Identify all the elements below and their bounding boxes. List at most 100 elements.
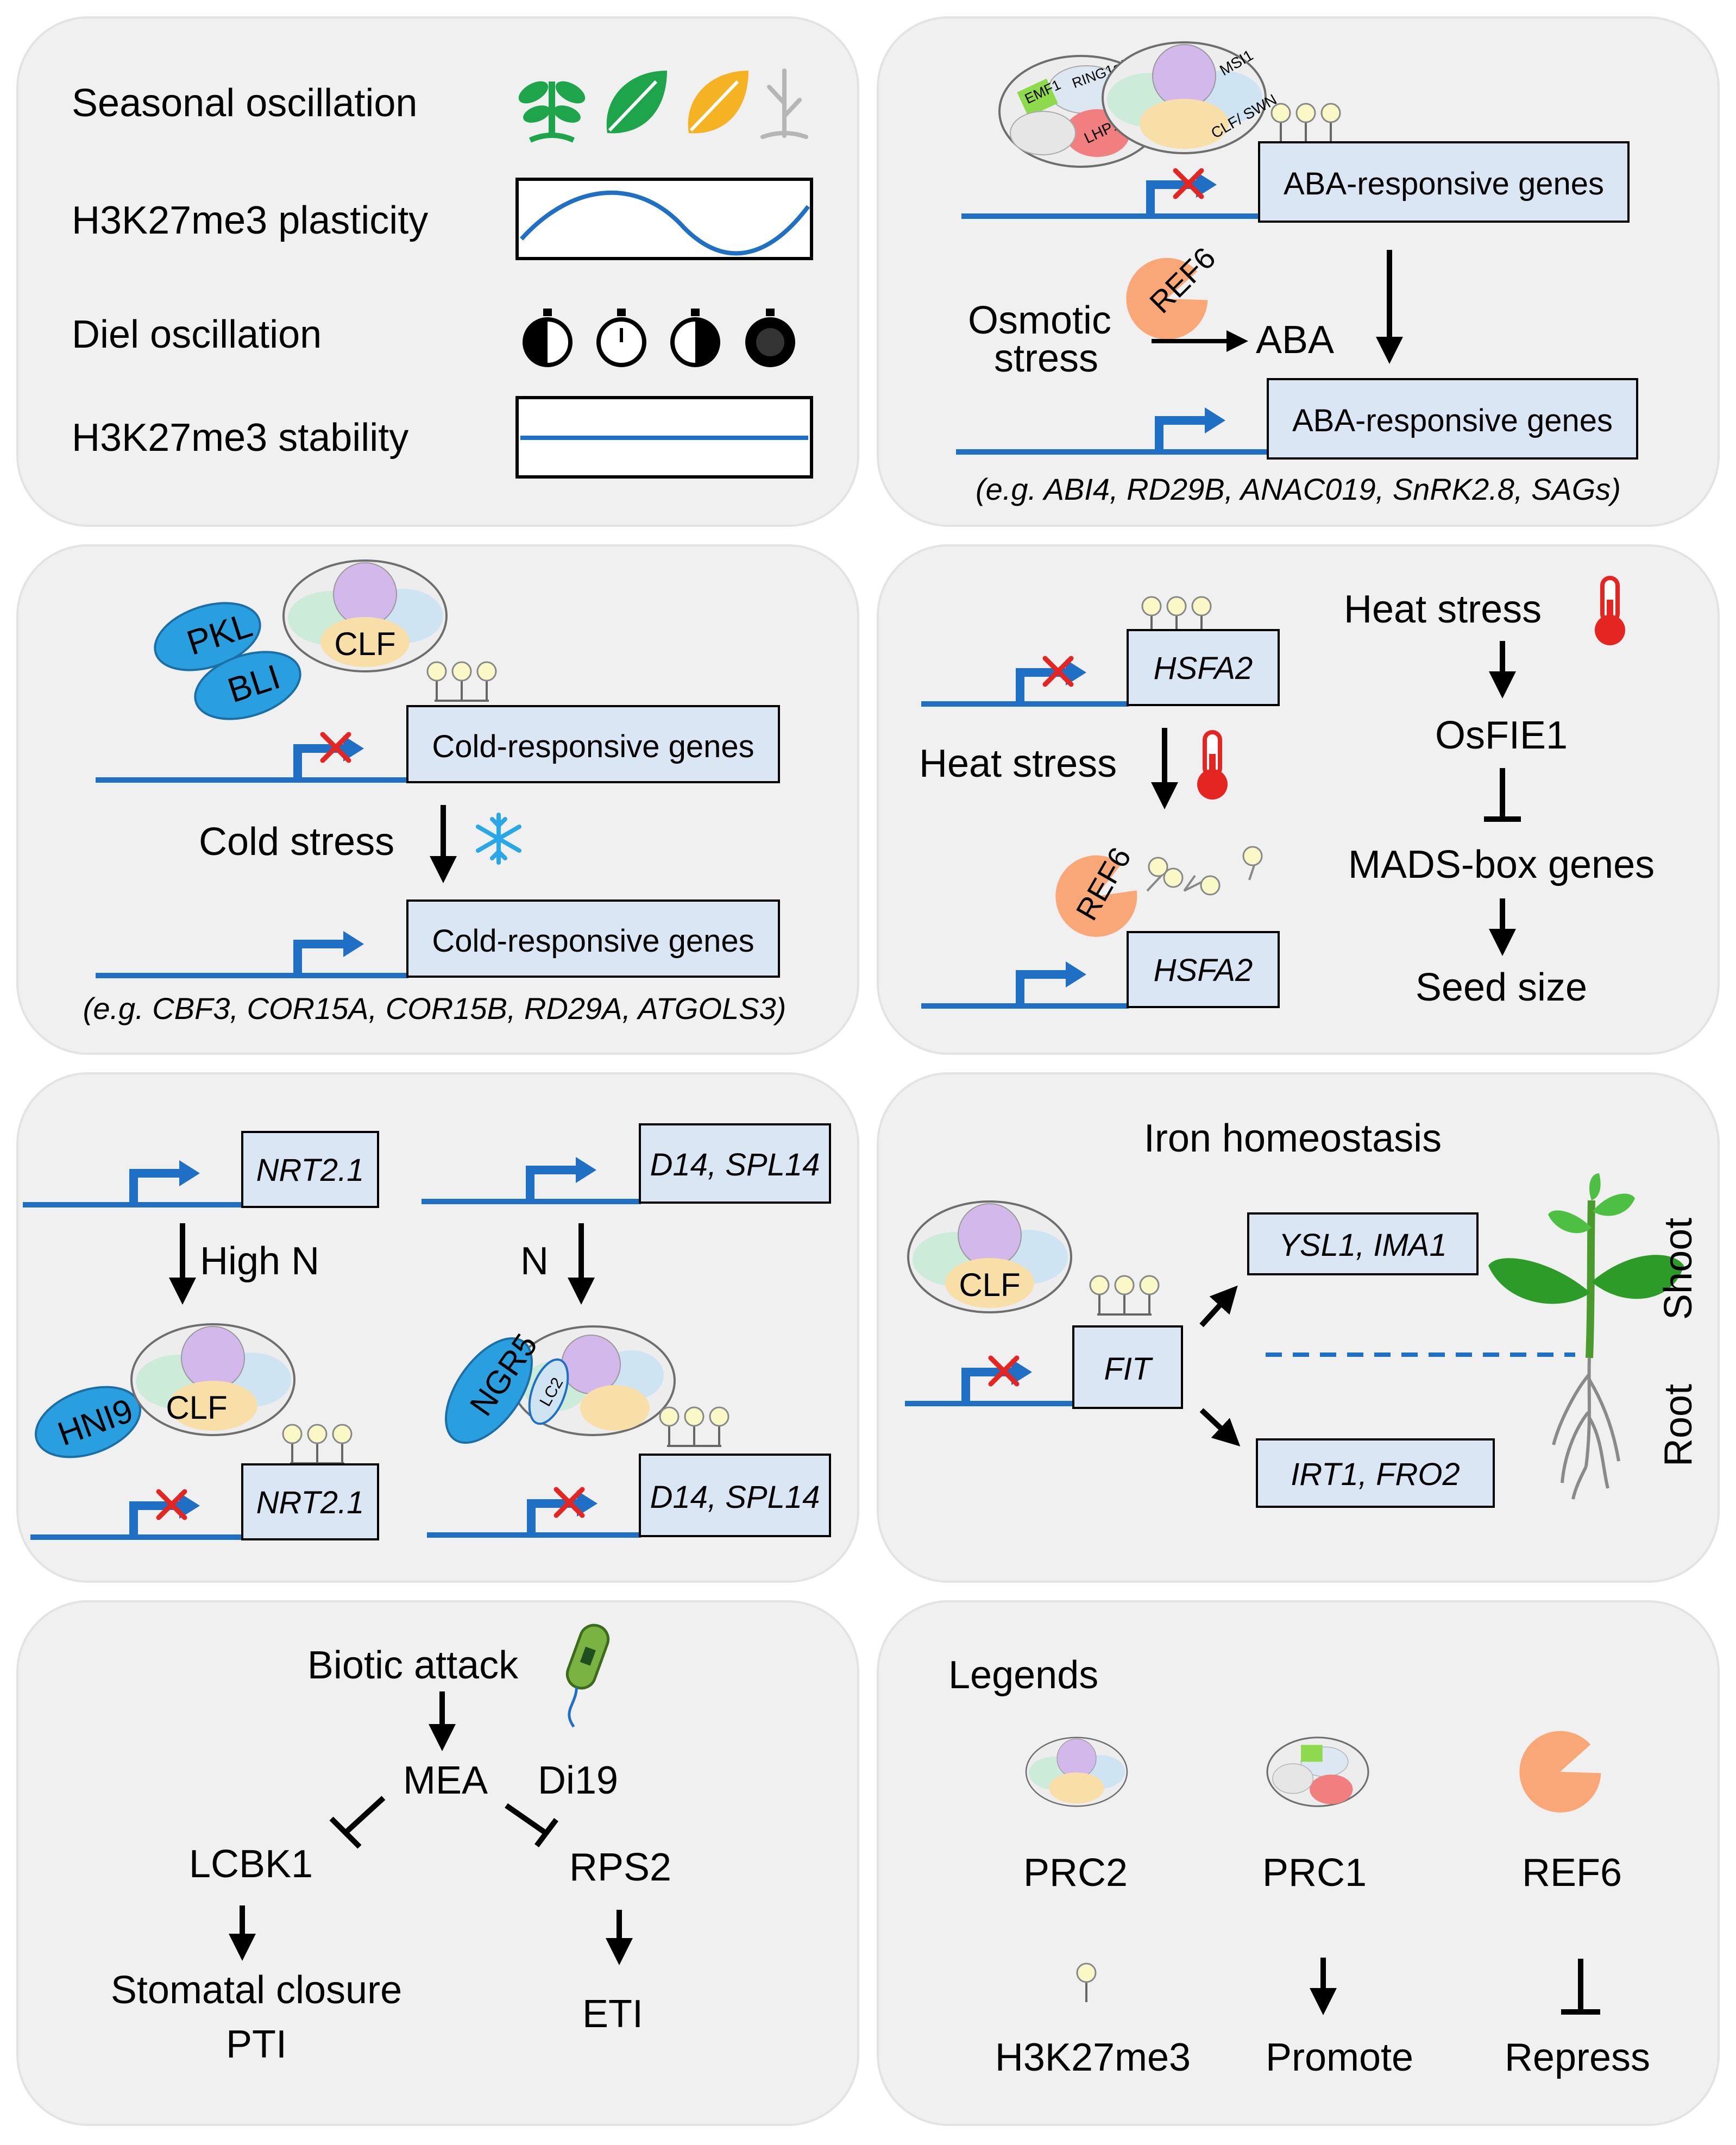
gene-box — [639, 1454, 831, 1537]
bacterium-icon — [565, 1624, 610, 1728]
legend-repress-label: Repress — [1505, 2036, 1650, 2079]
di19-label: Di19 — [538, 1759, 618, 1802]
irt-label: IRT1, FRO2 — [1291, 1457, 1460, 1492]
h3k27me3-plasticity-label: H3K27me3 plasticity — [72, 199, 428, 242]
promote-arrow — [1199, 1408, 1241, 1446]
cold-stress-label: Cold stress — [199, 820, 394, 864]
thermometer-icon — [1197, 730, 1228, 800]
gene-box — [1247, 1212, 1479, 1275]
ngr5-shape — [445, 1337, 533, 1444]
heat-stress-right-label: Heat stress — [1344, 588, 1542, 631]
lcbk1-label: LCBK1 — [189, 1842, 313, 1886]
fit-label: FIT — [1104, 1351, 1154, 1387]
d14-top-label: D14, SPL14 — [650, 1147, 820, 1182]
panel-7-bg — [16, 1600, 859, 2126]
legends-title: Legends — [948, 1653, 1098, 1697]
ysl-label: YSL1, IMA1 — [1279, 1228, 1446, 1263]
h3k27me3-stability-label: H3K27me3 stability — [72, 416, 408, 460]
cold-examples: (e.g. CBF3, COR15A, COR15B, RD29A, ATGOL… — [83, 991, 787, 1026]
high-n-label: High N — [200, 1240, 319, 1283]
panel-6-iron: Iron homeostasis CLF FIT YSL1, IMA1 IRT1… — [905, 1117, 1700, 1508]
prc2-complex: CLF — [130, 1323, 295, 1436]
diel-oscillation-label: Diel oscillation — [72, 313, 322, 356]
gene-box — [1267, 378, 1638, 460]
hsfa2-bottom-label: HSFA2 — [1154, 953, 1253, 988]
legend-prc1-icon — [1266, 1737, 1369, 1807]
panel-8-bg — [877, 1600, 1720, 2126]
ngr5-prc2-complex: LC2 — [511, 1325, 676, 1436]
panel-2-aba: EMF1 RING1a/ RING1b LHP1 MSI1 CLF/ SWN A… — [956, 39, 1638, 506]
seasonal-oscillation-label: Seasonal oscillation — [72, 81, 417, 125]
repress-bar — [505, 1803, 558, 1847]
legend-ref6-icon — [1519, 1731, 1601, 1813]
aba-genes-top-label: ABA-responsive genes — [1284, 166, 1604, 202]
osfie1-label: OsFIE1 — [1435, 714, 1568, 757]
heat-stress-left-label: Heat stress — [919, 742, 1117, 785]
biotic-attack-label: Biotic attack — [307, 1644, 519, 1687]
panel-7-biotic: Biotic attack MEA Di19 LCBK1 RPS2 Stomat… — [111, 1624, 671, 2066]
prc2-complex: CLF — [907, 1200, 1072, 1313]
plant-icon — [1488, 1173, 1684, 1500]
panel-4-bg — [877, 544, 1720, 1055]
eti-label: ETI — [582, 1992, 643, 2036]
mea-label: MEA — [403, 1759, 488, 1802]
h3k27me3-marks — [1272, 104, 1340, 142]
prc2-complex: CLF — [282, 559, 448, 672]
panel-8-legends: Legends PRC2 PRC1 REF6 H3K27me3 Promote … — [948, 1653, 1650, 2079]
nrt21-bottom-label: NRT2.1 — [256, 1485, 364, 1520]
clf-label: CLF — [166, 1389, 227, 1426]
root-label: Root — [1657, 1384, 1700, 1467]
snowflake-icon — [476, 813, 521, 865]
gene-box — [1127, 629, 1280, 706]
hsfa2-top-label: HSFA2 — [1154, 651, 1253, 686]
gene-box — [241, 1463, 379, 1540]
gene-box — [1072, 1325, 1183, 1409]
gene-box — [241, 1131, 379, 1208]
gene-box — [1256, 1438, 1495, 1508]
thermometer-icon — [1595, 576, 1625, 645]
n-label: N — [520, 1240, 549, 1283]
mads-box-label: MADS-box genes — [1348, 843, 1655, 886]
empty-stopwatch-icon — [596, 309, 646, 367]
ref6-shape — [1126, 257, 1208, 339]
promote-arrow — [1199, 1285, 1238, 1328]
pti-label: PTI — [226, 2023, 287, 2066]
legend-prc2-icon — [1025, 1737, 1128, 1807]
h3k27me3-marks — [283, 1425, 351, 1463]
ref6-shape — [1055, 855, 1137, 937]
rps2-label: RPS2 — [569, 1846, 671, 1889]
legend-repress-bar — [1561, 1959, 1600, 2015]
sprout-icon — [518, 81, 586, 143]
clf-label: CLF — [334, 626, 395, 662]
green-leaf-icon — [606, 71, 667, 134]
legend-ref6-label: REF6 — [1522, 1851, 1622, 1895]
cold-genes-bottom-label: Cold-responsive genes — [432, 923, 754, 959]
half-stopwatch-icon — [670, 309, 720, 367]
nrt21-top-label: NRT2.1 — [256, 1153, 364, 1188]
stomatal-closure-label: Stomatal closure — [111, 1968, 402, 2012]
legend-promote-label: Promote — [1266, 2036, 1413, 2079]
full-stopwatch-icon — [745, 309, 795, 367]
gene-box — [406, 899, 780, 978]
gene-box — [1127, 931, 1280, 1008]
h3k27me3-marks — [1090, 1276, 1159, 1314]
clf-label: CLF — [959, 1267, 1020, 1303]
removed-h3k27me3-marks — [1146, 846, 1263, 896]
osmotic-label: Osmotic — [968, 299, 1111, 342]
aba-genes-bottom-label: ABA-responsive genes — [1292, 403, 1613, 438]
cold-genes-top-label: Cold-responsive genes — [432, 729, 754, 764]
aba-examples: (e.g. ABI4, RD29B, ANAC019, SnRK2.8, SAG… — [976, 472, 1621, 506]
plasticity-wave — [520, 190, 810, 256]
panel-4-heat: HSFA2 Heat stress REF6 HSFA2 Heat stress — [919, 576, 1655, 1009]
repress-bar — [1484, 768, 1521, 822]
panel-5-nitrogen: NRT2.1 High N HNI9 CLF NRT2.1 D14, SPL14… — [23, 1123, 831, 1540]
h3k27me3-marks — [660, 1407, 728, 1446]
aba-label: ABA — [1256, 318, 1334, 362]
yellow-leaf-icon — [688, 71, 749, 134]
stress-label: stress — [994, 337, 1098, 380]
legend-h3k27me3-label: H3K27me3 — [995, 2036, 1191, 2079]
gene-box — [406, 705, 780, 783]
half-stopwatch-icon — [523, 309, 573, 367]
